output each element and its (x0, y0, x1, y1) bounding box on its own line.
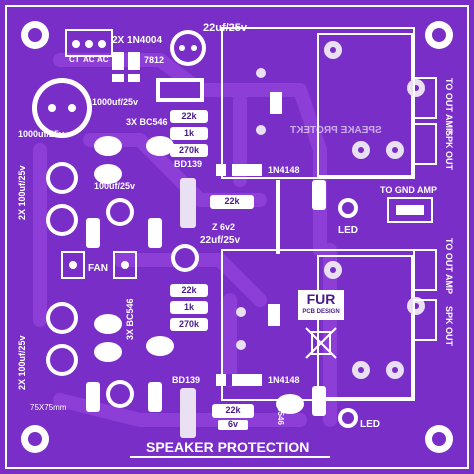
label-r47k-1: 47k (86, 224, 100, 233)
logo-brand: FUR (300, 292, 342, 307)
mounting-holes (21, 21, 453, 453)
label-conn-ct: CT (69, 55, 80, 64)
cap-top (170, 30, 206, 66)
label-r22k-top: 22k (171, 112, 207, 122)
label-r47k-2: 47k (148, 224, 162, 233)
label-conn-ac2: AC (97, 55, 109, 64)
cap-big (32, 78, 92, 138)
bd139-pads (180, 178, 196, 438)
label-r270k-top: 270k (171, 146, 207, 156)
label-cap-small-top: 1000uf/25v (92, 97, 139, 107)
transistors (94, 136, 304, 414)
label-cap-top: 22uf/25v (203, 22, 248, 34)
label-caps-left-bot: 2X 100uf/25v (17, 335, 27, 390)
bridge-diodes (112, 52, 140, 82)
caps-center (106, 198, 199, 408)
label-reg: 7812 (144, 55, 165, 65)
title-underline (130, 456, 330, 458)
label-led-bot: LED (360, 419, 380, 430)
label-r47k-4: 47k (148, 389, 162, 398)
label-cap-100uf: 100uf/25v (94, 181, 136, 191)
label-transistors-bot: 3X BC546 (125, 298, 135, 340)
label-r1k-bot: 1k (171, 303, 207, 313)
label-to-out-amp-top: TO OUT AMP (444, 78, 454, 134)
leds (338, 198, 358, 428)
label-r1k-top: 1k (171, 129, 207, 139)
label-r1k-mid: 1k (314, 189, 323, 198)
label-size-note: 75X75mm (30, 403, 67, 412)
label-bd139-top: BD139 (174, 159, 203, 169)
recycle-bin-icon (305, 327, 337, 359)
power-connector (65, 29, 113, 57)
label-cap-mid: 22uf/25v (200, 235, 241, 246)
voltage-regulator (156, 78, 204, 102)
terminal-blocks (387, 77, 437, 341)
jumper-wire (276, 180, 280, 254)
label-r22k-bot2: 22k (214, 406, 252, 416)
label-conn-ac1: AC (83, 55, 95, 64)
label-r270k-bot: 270k (171, 320, 207, 330)
label-cap-big: 1000uf/25v (18, 129, 65, 139)
label-spk-out-top: SPK OUT (444, 130, 454, 171)
label-bd139-bot: BD139 (172, 375, 201, 385)
label-to-gnd-amp: TO GND AMP (380, 185, 438, 195)
label-to-out-amp-bottom: TO OUT AMP (444, 238, 454, 294)
signal-diodes (216, 164, 262, 386)
label-diode-bot: 1N4148 (268, 375, 300, 385)
caps-left (46, 162, 78, 376)
board-title: SPEAKER PROTECTION (146, 439, 310, 455)
logo-sub: PCB DESIGN (300, 309, 342, 318)
label-zener: Z 6v2 (212, 222, 236, 232)
label-r47k-3: 47k (86, 389, 100, 398)
label-diode-top: 1N4148 (268, 165, 300, 175)
label-caps-left-top: 2X 100uf/25v (17, 165, 27, 220)
label-bc546-bot: BC546 (276, 400, 285, 425)
label-r22k-mid: 22k (212, 197, 252, 207)
label-bridge: 2X 1N4004 (112, 35, 163, 46)
label-spk-out-bottom: SPK OUT (444, 306, 454, 347)
label-fan: FAN (88, 263, 108, 274)
fan-connectors (61, 251, 137, 279)
label-mirror-text: SPEAKE PROTEKT (290, 125, 382, 136)
label-cap-6v: 6v (218, 420, 248, 430)
label-led-top: LED (338, 225, 358, 236)
label-transistors-top: 3X BC546 (126, 117, 168, 127)
label-r1k-bot2: 1k (314, 393, 323, 402)
label-r22k-bot: 22k (171, 286, 207, 296)
board-edge (5, 5, 469, 469)
